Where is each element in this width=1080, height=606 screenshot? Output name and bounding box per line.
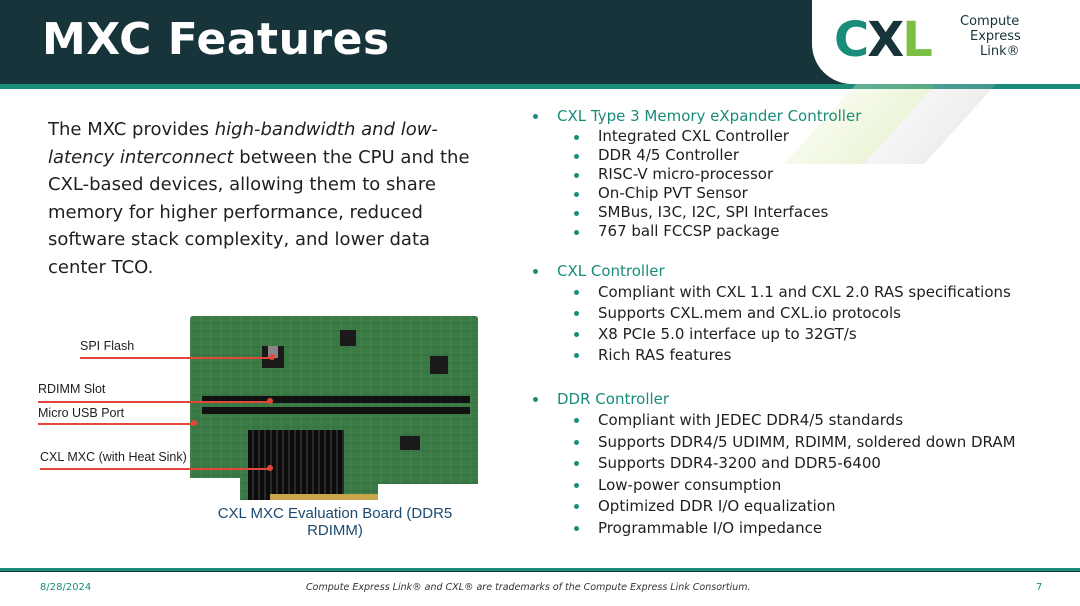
list-item: 767 ball FCCSP package: [530, 222, 861, 241]
section-type3-controller: CXL Type 3 Memory eXpander Controller In…: [530, 106, 861, 241]
section-title: DDR Controller: [530, 389, 1016, 410]
list-item: DDR 4/5 Controller: [530, 146, 861, 165]
cxl-logo: CXL Compute Express Link®: [812, 0, 1080, 84]
list-item: SMBus, I3C, I2C, SPI Interfaces: [530, 203, 861, 222]
cxl-logo-word: CXL: [834, 12, 933, 68]
footer-divider: [0, 568, 1080, 571]
list-item: Optimized DDR I/O equalization: [530, 496, 1016, 518]
heat-sink: [248, 430, 344, 500]
page-number: 7: [1036, 582, 1043, 593]
figure-caption: CXL MXC Evaluation Board (DDR5 RDIMM): [217, 505, 453, 539]
intro-paragraph: The MXC provides high-bandwidth and low-…: [48, 119, 470, 278]
list-item: On-Chip PVT Sensor: [530, 184, 861, 203]
callout-spi-flash: SPI Flash: [80, 339, 135, 353]
header-stripe: [0, 84, 1080, 89]
callout-cxl-mxc: CXL MXC (with Heat Sink): [40, 450, 187, 464]
pcie-edge-connector: [270, 494, 470, 500]
callout-micro-usb: Micro USB Port: [38, 406, 125, 420]
cxl-logo-subtitle: Compute Express Link®: [960, 14, 1021, 59]
list-item: Low-power consumption: [530, 475, 1016, 497]
footer-trademark-note: Compute Express Link® and CXL® are trade…: [306, 582, 751, 593]
list-item: Compliant with JEDEC DDR4/5 standards: [530, 410, 1016, 432]
slide-title: MXC Features: [42, 14, 390, 65]
list-item: Programmable I/O impedance: [530, 518, 1016, 540]
section-ddr-controller: DDR Controller Compliant with JEDEC DDR4…: [530, 389, 1016, 539]
section-title: CXL Type 3 Memory eXpander Controller: [530, 106, 861, 127]
callout-rdimm-slot: RDIMM Slot: [38, 382, 106, 396]
rdimm-slot: [202, 396, 470, 403]
list-item: X8 PCIe 5.0 interface up to 32GT/s: [530, 324, 1011, 345]
section-cxl-controller: CXL Controller Compliant with CXL 1.1 an…: [530, 261, 1011, 366]
list-item: Supports CXL.mem and CXL.io protocols: [530, 303, 1011, 324]
list-item: RISC-V micro-processor: [530, 165, 861, 184]
footer-date: 8/28/2024: [40, 582, 92, 593]
list-item: Rich RAS features: [530, 345, 1011, 366]
list-item: Compliant with CXL 1.1 and CXL 2.0 RAS s…: [530, 282, 1011, 303]
section-title: CXL Controller: [530, 261, 1011, 282]
intro-emphasis: high-bandwidth and low-latency interconn…: [48, 119, 438, 168]
evaluation-board-image: [190, 316, 478, 500]
list-item: Integrated CXL Controller: [530, 127, 861, 146]
slide-header: MXC Features CXL Compute Express Link®: [0, 0, 1080, 84]
list-item: Supports DDR4/5 UDIMM, RDIMM, soldered d…: [530, 432, 1016, 454]
list-item: Supports DDR4-3200 and DDR5-6400: [530, 453, 1016, 475]
